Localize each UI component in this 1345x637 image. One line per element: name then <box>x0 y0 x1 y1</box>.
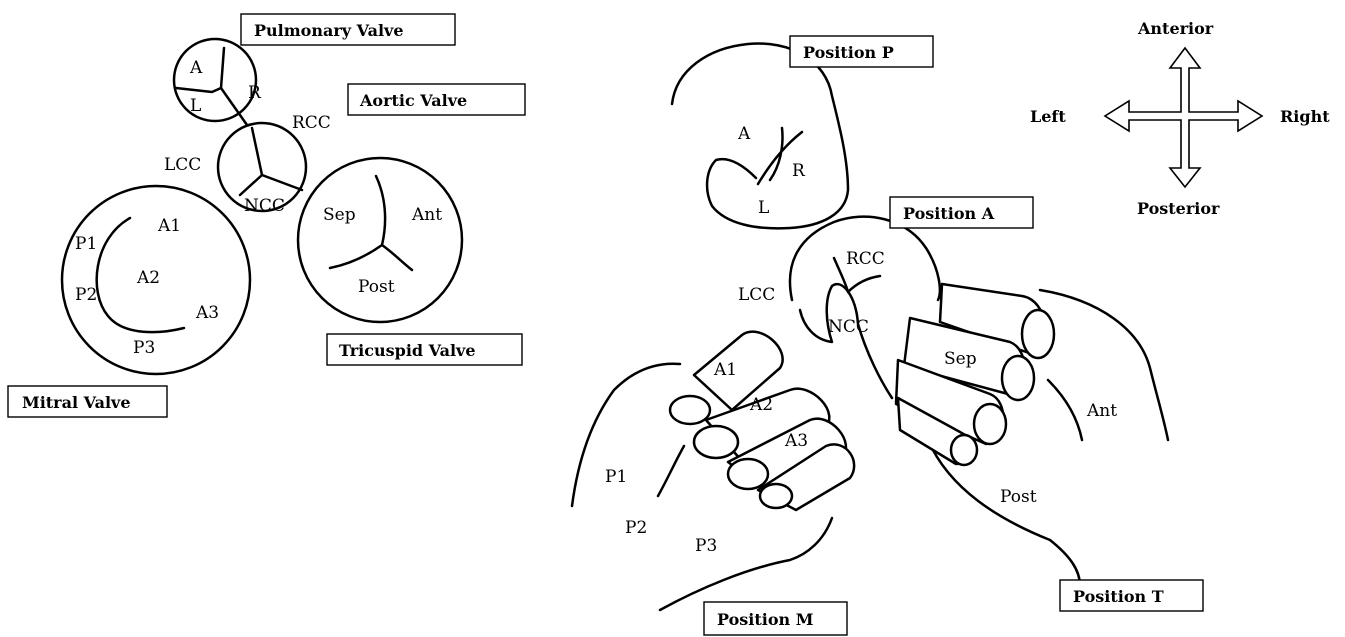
compass-left: Left <box>1030 107 1066 126</box>
position-t-view: Sep Ant Post <box>894 282 1170 588</box>
pulmonary-commissure-lines-right <box>756 126 804 186</box>
tricuspid-inner-wall <box>1046 378 1084 442</box>
tricuspid-coaptation-lines <box>328 174 414 272</box>
mitral-valve-box <box>7 385 168 418</box>
mitral-scallop-p3: P3 <box>133 338 155 358</box>
pulmonary-cusp-l: L <box>190 96 201 116</box>
pulmonary-commissure-lines <box>174 46 249 127</box>
right-mitral-a3: A3 <box>784 431 808 451</box>
pulmonary-valve-box-label: Pulmonary Valve <box>254 21 404 40</box>
left-panel: A L R Pulmonary Valve RCC LCC NCC Aortic… <box>7 13 526 418</box>
right-tricuspid-ant: Ant <box>1086 401 1117 421</box>
position-p-label: Position P <box>803 43 894 62</box>
tricuspid-roll-end-1 <box>1020 308 1056 360</box>
mitral-p-line-2 <box>658 516 834 612</box>
position-p-box <box>789 35 934 68</box>
pulmonary-valve-box <box>240 13 456 46</box>
right-aortic-rcc: RCC <box>846 249 885 269</box>
aortic-commissure-lines-right <box>832 256 882 294</box>
tricuspid-leaflet-post: Post <box>358 277 395 297</box>
pulmonary-valve: A L R <box>172 37 262 127</box>
position-m-view: A1 A2 A3 P1 P2 P3 <box>570 330 856 612</box>
tricuspid-roll-end-4 <box>949 433 979 467</box>
mitral-p-line-1 <box>656 444 686 498</box>
pulmonary-valve-circle <box>172 37 258 123</box>
right-mitral-p2: P2 <box>625 518 647 538</box>
position-a-view: RCC LCC NCC <box>738 215 942 400</box>
aortic-valve: RCC LCC NCC <box>164 113 331 216</box>
mitral-scallop-p2: P2 <box>75 285 97 305</box>
mitral-valve-box-label: Mitral Valve <box>22 393 131 412</box>
position-m-box <box>703 601 848 636</box>
tricuspid-valve-box <box>326 333 523 366</box>
pulmonary-cusp-r: R <box>248 83 262 103</box>
compass-arrows <box>1103 46 1264 189</box>
aortic-blob-outline <box>788 215 942 302</box>
mitral-roll-end-4 <box>758 482 794 510</box>
aortic-cusp-lcc: LCC <box>164 155 201 175</box>
aortic-valve-box-label: Aortic Valve <box>359 91 467 110</box>
position-t-box <box>1059 579 1204 612</box>
mitral-posterior-wall <box>570 362 682 508</box>
aortic-commissure-lines <box>238 126 304 197</box>
pulmonary-blob-outline <box>670 42 850 230</box>
aortic-blob-front-cusp <box>798 282 894 400</box>
position-t-label: Position T <box>1073 587 1164 606</box>
mitral-roll-end-3 <box>726 457 770 491</box>
right-mitral-a1: A1 <box>713 360 737 380</box>
tricuspid-leaflet-sep: Sep <box>323 205 356 225</box>
tricuspid-outer-wall <box>1038 288 1170 442</box>
mitral-scallop-p1: P1 <box>75 234 97 254</box>
tricuspid-roll-end-2 <box>1000 354 1036 402</box>
mitral-roll-back <box>692 330 784 412</box>
mitral-roll-end-1 <box>668 394 712 426</box>
right-mitral-p3: P3 <box>695 536 717 556</box>
mitral-valve-circle <box>60 184 252 376</box>
right-tricuspid-sep: Sep <box>944 349 977 369</box>
position-a-box <box>889 196 1034 229</box>
orientation-compass: Anterior Posterior Left Right <box>1030 19 1330 218</box>
right-pulmonary-a: A <box>737 124 751 144</box>
right-panel: A R L Position P RCC LCC NCC Position A <box>570 35 1204 636</box>
compass-right: Right <box>1280 107 1330 126</box>
compass-posterior: Posterior <box>1137 199 1220 218</box>
position-a-label: Position A <box>903 204 995 223</box>
mitral-valve: A1 A2 A3 P1 P2 P3 <box>60 184 252 376</box>
tricuspid-lower-wall <box>926 438 1082 588</box>
mitral-scallop-a1: A1 <box>157 216 181 236</box>
position-m-label: Position M <box>717 610 813 629</box>
mitral-roll-end-2 <box>692 424 740 460</box>
tricuspid-roll-end-3 <box>972 402 1008 446</box>
position-p-view: A R L <box>670 42 850 230</box>
right-pulmonary-r: R <box>792 161 806 181</box>
aortic-cusp-rcc: RCC <box>292 113 331 133</box>
tricuspid-valve-circle <box>296 156 464 324</box>
pulmonary-cusp-a: A <box>189 58 203 78</box>
right-mitral-p1: P1 <box>605 467 627 487</box>
mitral-scallop-a3: A3 <box>195 303 219 323</box>
right-aortic-lcc: LCC <box>738 285 775 305</box>
aortic-valve-circle <box>216 121 308 213</box>
mitral-coaptation-line <box>95 216 186 334</box>
mitral-scallop-a2: A2 <box>136 268 160 288</box>
tricuspid-leaflet-ant: Ant <box>411 205 442 225</box>
tricuspid-valve-box-label: Tricuspid Valve <box>339 341 476 360</box>
aortic-valve-box <box>347 83 526 116</box>
right-tricuspid-post: Post <box>1000 487 1037 507</box>
right-aortic-ncc: NCC <box>828 317 869 337</box>
right-mitral-a2: A2 <box>749 395 773 415</box>
compass-anterior: Anterior <box>1137 19 1214 38</box>
aortic-cusp-ncc: NCC <box>244 196 285 216</box>
right-pulmonary-l: L <box>758 198 769 218</box>
tricuspid-valve: Sep Ant Post <box>296 156 464 324</box>
